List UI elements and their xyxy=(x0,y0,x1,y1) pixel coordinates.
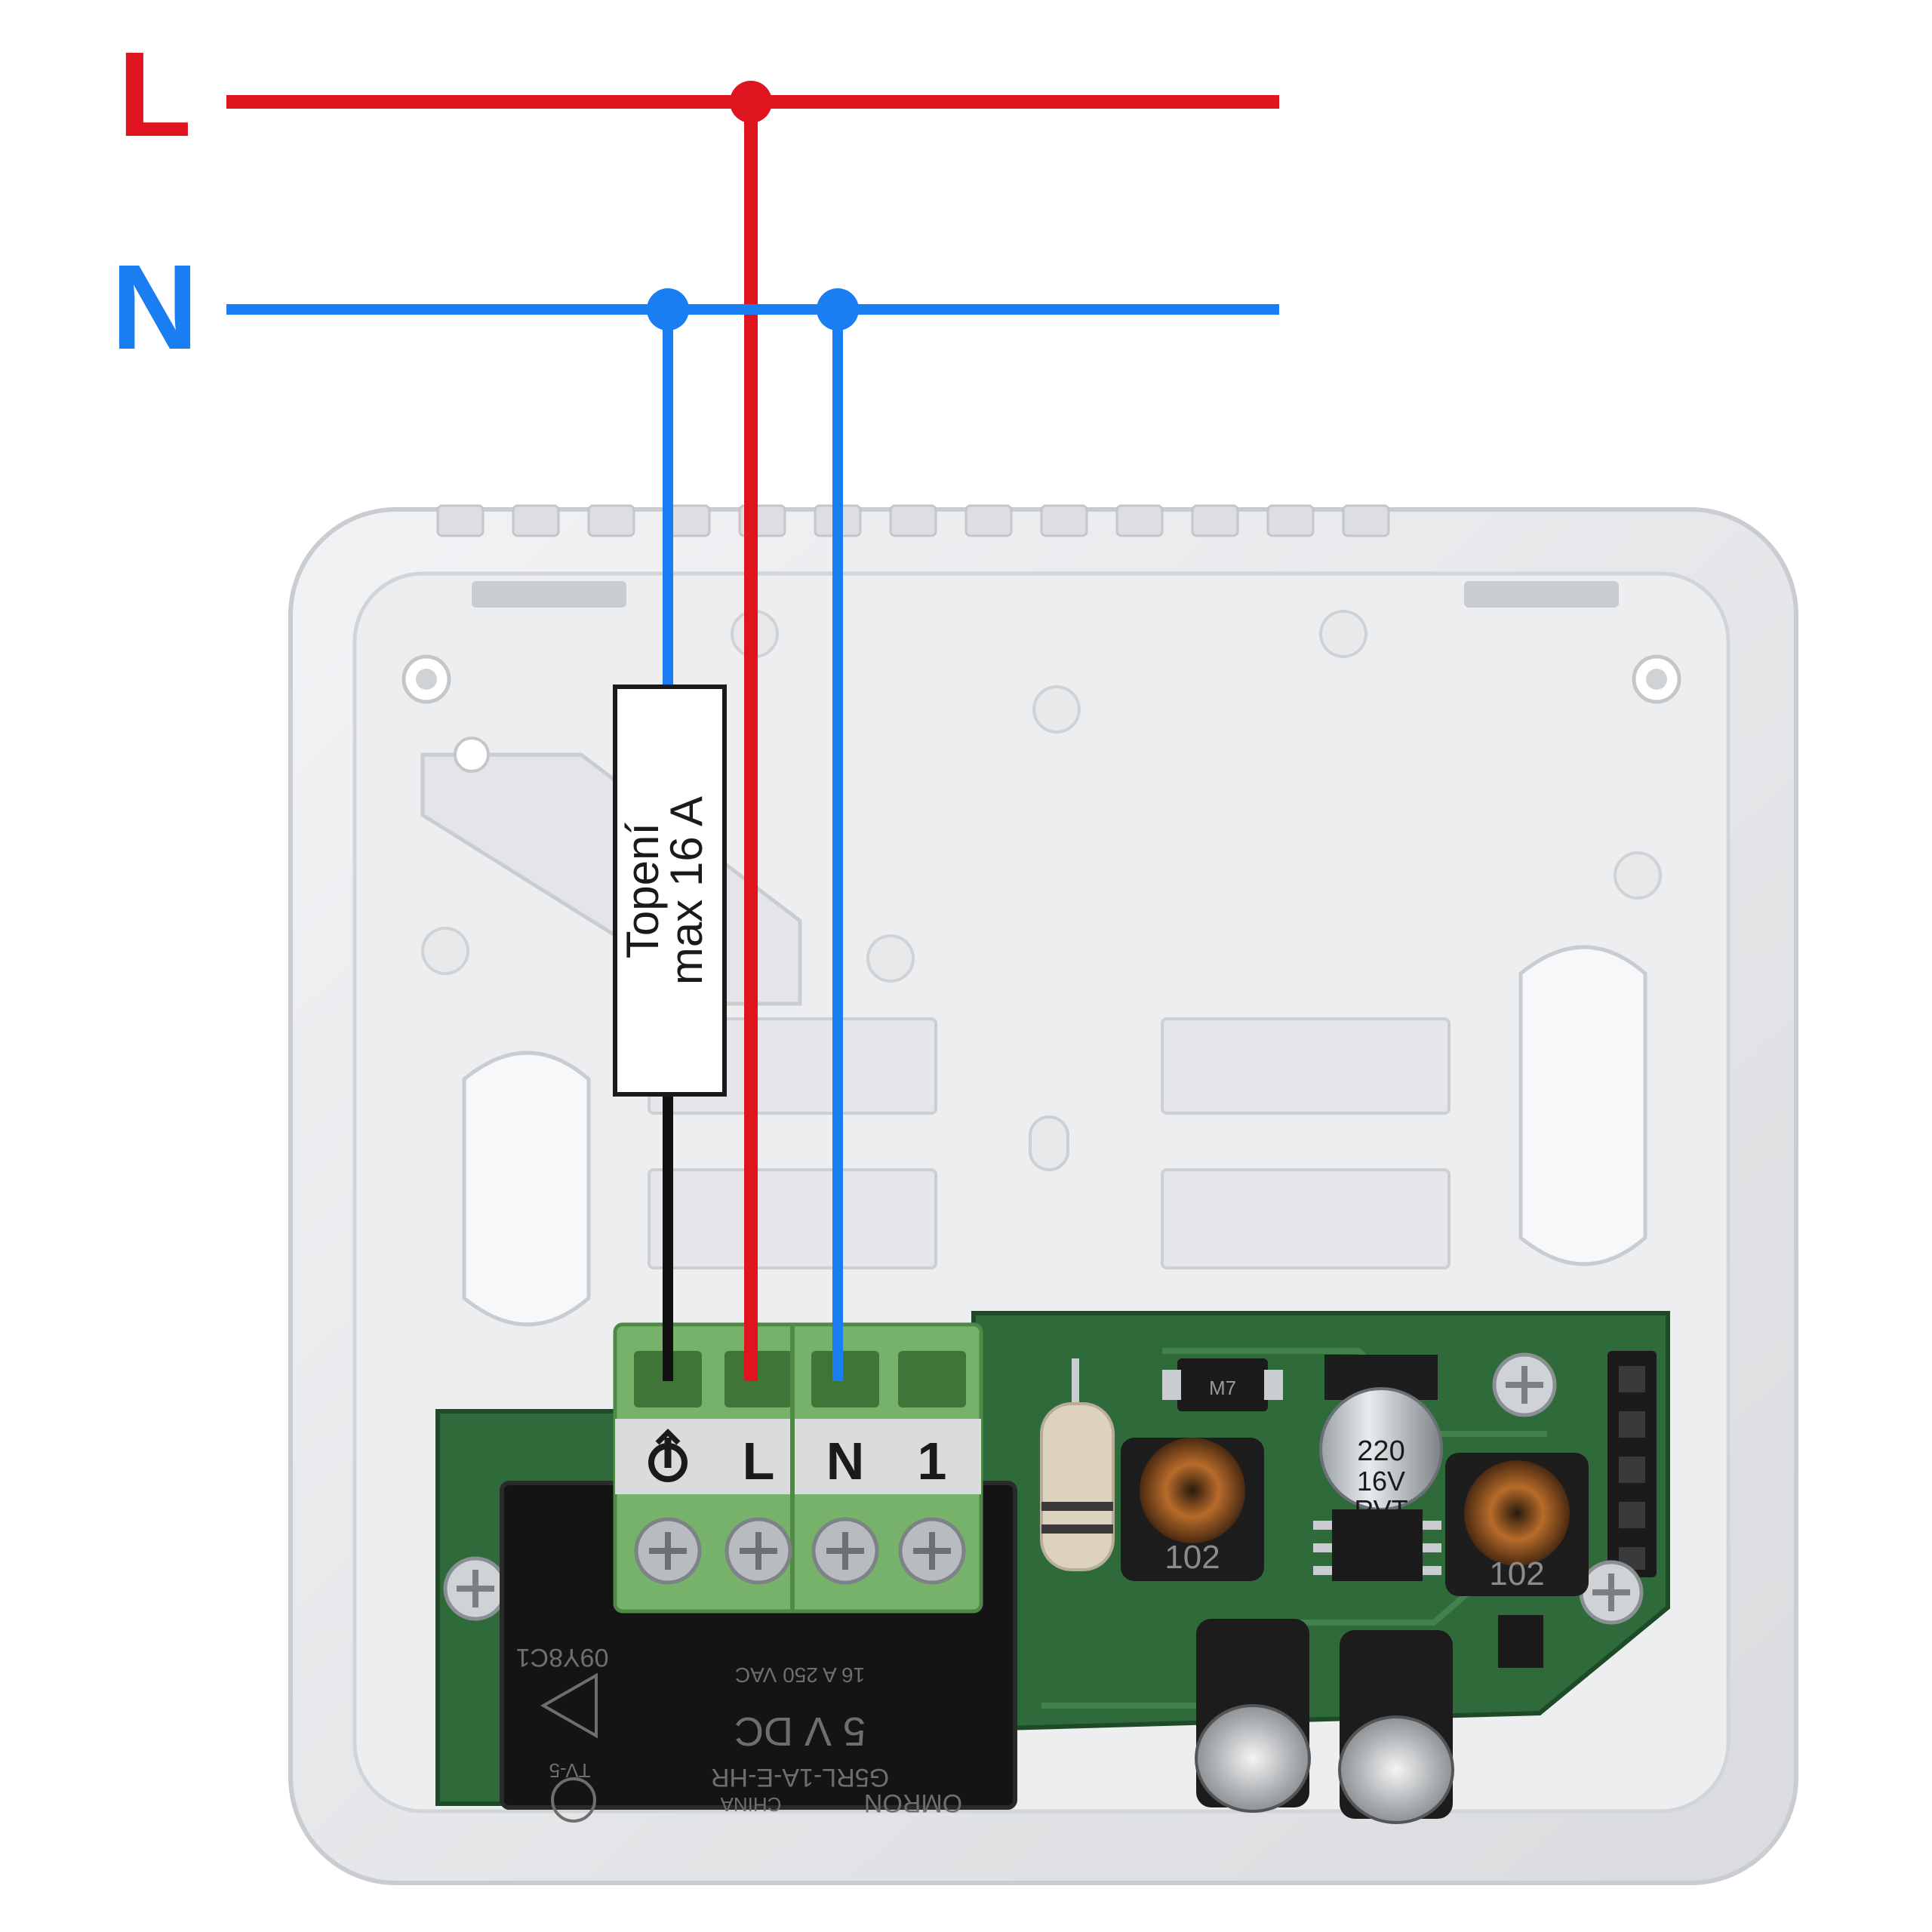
pcb-screw xyxy=(1579,1560,1644,1625)
resistor xyxy=(1040,1358,1115,1571)
live-bus-label: L xyxy=(118,26,192,162)
diode-marking: M7 xyxy=(1209,1377,1236,1399)
load-label-line1: Topení xyxy=(617,823,668,958)
relay-origin: CHINA xyxy=(720,1793,782,1816)
terminal-label-n: N xyxy=(826,1432,865,1491)
relay-rating: 16 A 250 VAC xyxy=(735,1663,865,1687)
terminal-screw xyxy=(724,1517,792,1585)
housing-screw xyxy=(443,1556,508,1621)
relay-coil: 5 V DC xyxy=(734,1709,866,1754)
ic-chip xyxy=(1313,1509,1441,1581)
diode: M7 xyxy=(1162,1358,1283,1411)
relay-lot: 09Y8C1 xyxy=(516,1643,609,1672)
terminal-screw xyxy=(634,1517,702,1585)
terminal-label-1: 1 xyxy=(918,1432,947,1491)
inductor-left: 102 xyxy=(1121,1438,1264,1581)
capacitor-small-line2: 16V xyxy=(1357,1466,1405,1497)
terminal-block: L N 1 xyxy=(613,1322,983,1614)
capacitor-large-left xyxy=(1195,1619,1311,1813)
inductor-left-marking: 102 xyxy=(1164,1539,1220,1576)
neutral-bus-label: N xyxy=(111,239,198,374)
terminal-screw xyxy=(898,1517,966,1585)
inductor-right-marking: 102 xyxy=(1489,1555,1544,1592)
heating-load-box: Topení max 16 A xyxy=(613,685,727,1097)
neutral-junction-dot xyxy=(647,288,689,331)
terminal-screw xyxy=(811,1517,879,1585)
pcb-screw xyxy=(1492,1352,1557,1417)
terminal-label-l: L xyxy=(743,1432,775,1491)
relay-model: G5RL-1A-E-HR xyxy=(711,1763,889,1792)
terminal-output-symbol-icon xyxy=(648,1429,688,1482)
wiring-overlay: L N Topení max 16 A xyxy=(111,26,1279,1381)
live-junction-dot xyxy=(730,81,772,123)
relay-brand: OMRON xyxy=(864,1789,962,1817)
capacitor-large-right xyxy=(1338,1630,1454,1824)
neutral-junction-dot xyxy=(817,288,859,331)
capacitor-small-line1: 220 xyxy=(1357,1435,1404,1467)
inductor-right: 102 xyxy=(1445,1453,1589,1596)
load-label-line2: max 16 A xyxy=(661,796,712,985)
circuit-board: M7 102 220 16V RVT xyxy=(435,1311,1670,1824)
